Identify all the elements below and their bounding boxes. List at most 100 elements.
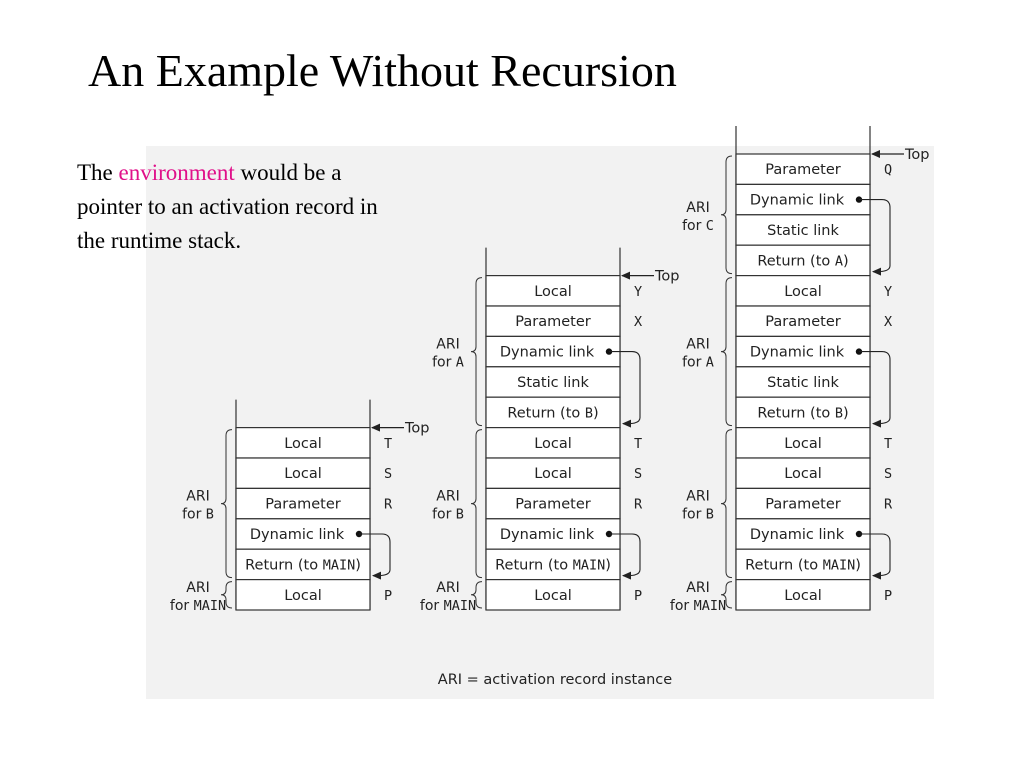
cell-label-text: Return (to [495,557,573,573]
cell-box [735,457,871,489]
top-label: Top [904,147,929,163]
cell-label-end: ) [855,557,861,573]
cell-label-text: Dynamic link [750,193,845,209]
variable-name: R [384,497,393,513]
stack-cell: Return (to MAIN) [735,548,871,581]
cell-label-mono: MAIN [573,557,606,573]
variable-name: X [884,314,892,330]
body-suffix: would be a pointer to an activation reco… [77,160,378,253]
stack-cell: Return (to MAIN) [485,548,621,581]
cell-label: Return (to MAIN) [245,557,361,573]
cell-label: Static link [517,375,589,391]
cell-label-text: Local [784,466,822,482]
cell-label-end: ) [605,557,611,573]
cell-label: Local [784,466,822,482]
ari-for-label: for B [432,507,464,523]
cell-label-text: Parameter [515,314,590,330]
ari-label: ARI [436,489,459,505]
cell-label: Dynamic link [750,193,845,209]
variable-name: P [384,588,392,604]
cell-label-text: Local [284,466,322,482]
ari-label: ARI [686,580,709,596]
cell-label-text: Local [534,588,572,604]
ari-for-label: for MAIN [420,598,476,614]
ari-for-label: for A [682,355,714,371]
variable-name: P [884,588,892,604]
stack-cell: Static link [485,366,621,398]
cell-label-text: Local [534,284,572,300]
dynamic-link-arrow [609,351,641,428]
stack-cell: Local S [235,457,392,489]
top-label: Top [404,421,429,437]
group-brace [720,429,733,579]
cell-label: Local [284,588,322,604]
dynamic-link-arrow [609,533,641,580]
cell-box [735,487,871,520]
ari-for-name: MAIN [194,598,227,614]
cell-label-text: Local [534,436,572,452]
ari-label: ARI [186,580,209,596]
variable-name: S [384,466,392,482]
cell-label: Parameter [515,497,590,513]
ari-label: ARI [436,337,459,353]
cell-box [735,244,871,277]
cell-label: Dynamic link [750,345,845,361]
stack-cell: Local P [735,578,892,611]
stack-cell: Local T [235,427,392,459]
variable-name: T [884,436,892,452]
cell-label-end: ) [843,405,849,421]
ari-for-name: B [206,507,214,523]
variable-name: Y [884,284,892,300]
ari-for-word: for [170,598,194,614]
cell-label-mono: A [835,253,843,269]
cell-label-text: Static link [767,375,839,391]
ari-for-label: for B [682,507,714,523]
cell-label: Local [534,466,572,482]
group-brace [470,429,483,579]
cell-box [735,214,871,246]
ari-for-name: A [706,355,714,371]
cell-label-text: Return (to [757,253,835,269]
cell-box [735,153,871,185]
ari-label: ARI [186,489,209,505]
cell-label: Local [784,588,822,604]
stack-cell: Parameter X [735,305,892,337]
ari-for-name: B [456,507,464,523]
ari-for-label: for C [682,218,714,234]
ari-for-label: for MAIN [670,598,726,614]
cell-box [735,183,871,216]
cell-box [485,457,621,489]
cell-label-text: Local [284,436,322,452]
ari-label: ARI [436,580,459,596]
ari-for-word: for [682,218,706,234]
ari-label: ARI [686,337,709,353]
cell-box [235,578,371,611]
stack-cell: Return (to B) [735,396,871,429]
cell-label: Local [284,436,322,452]
cell-label-text: Local [784,588,822,604]
variable-name: T [384,436,392,452]
cell-label-text: Return (to [745,557,823,573]
body-highlight: environment [118,160,235,185]
stack-cell: Dynamic link [735,335,871,368]
cell-label-text: Dynamic link [500,345,595,361]
cell-label: Dynamic link [250,527,345,543]
group-brace [470,581,483,609]
cell-label: Dynamic link [500,527,595,543]
cell-label-text: Parameter [765,314,840,330]
cell-label-mono: MAIN [823,557,856,573]
cell-box [735,335,871,368]
cell-label-text: Dynamic link [750,345,845,361]
group-brace [720,155,733,275]
ari-for-name: C [706,218,714,234]
cell-label-text: Dynamic link [250,527,345,543]
ari-for-name: A [456,355,464,371]
